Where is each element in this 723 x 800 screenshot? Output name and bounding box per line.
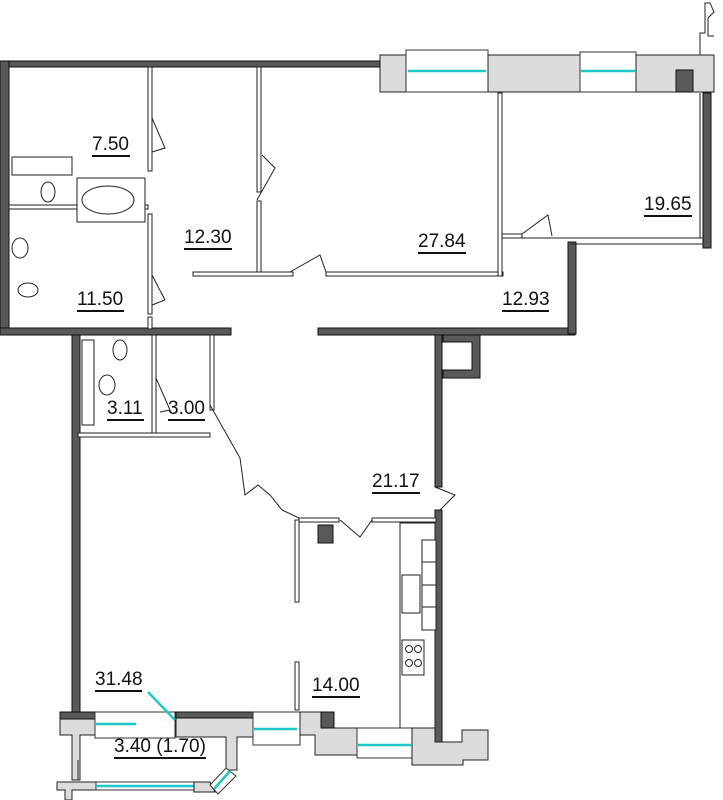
kitchen-sink-icon xyxy=(401,574,421,614)
fixtures xyxy=(11,156,437,739)
room-area-label: 11.50 xyxy=(77,289,123,310)
room-area-label: 21.17 xyxy=(372,471,420,492)
room-labels: 7.50 12.30 27.84 19.65 11.50 12.93 3.11 … xyxy=(77,134,692,759)
top-window-strip xyxy=(379,2,715,93)
bidet-icon xyxy=(17,282,39,298)
bottom-windows xyxy=(56,691,489,800)
sink-icon xyxy=(11,237,29,259)
room-area-label: 27.84 xyxy=(418,231,466,252)
shelf xyxy=(11,156,73,176)
room-area-label: 12.93 xyxy=(502,289,550,310)
column xyxy=(675,69,694,93)
room-area-label: 3.00 xyxy=(168,398,205,419)
exterior-walls xyxy=(0,60,712,743)
stove-icon xyxy=(401,639,425,676)
shelf xyxy=(81,339,95,426)
room-area-label: 14.00 xyxy=(312,675,360,696)
room-area-label: 31.48 xyxy=(95,669,143,690)
toilet-icon xyxy=(112,339,128,361)
column xyxy=(317,524,334,544)
room-area-label: 7.50 xyxy=(92,134,129,155)
room-area-label: 19.65 xyxy=(644,194,692,215)
toilet-icon xyxy=(40,181,56,203)
bathtub-icon xyxy=(76,177,146,223)
room-area-label: 12.30 xyxy=(184,227,232,248)
room-area-label: 3.40 (1.70) xyxy=(114,736,206,757)
sink-icon xyxy=(98,374,116,396)
room-area-label: 3.11 xyxy=(107,398,143,419)
